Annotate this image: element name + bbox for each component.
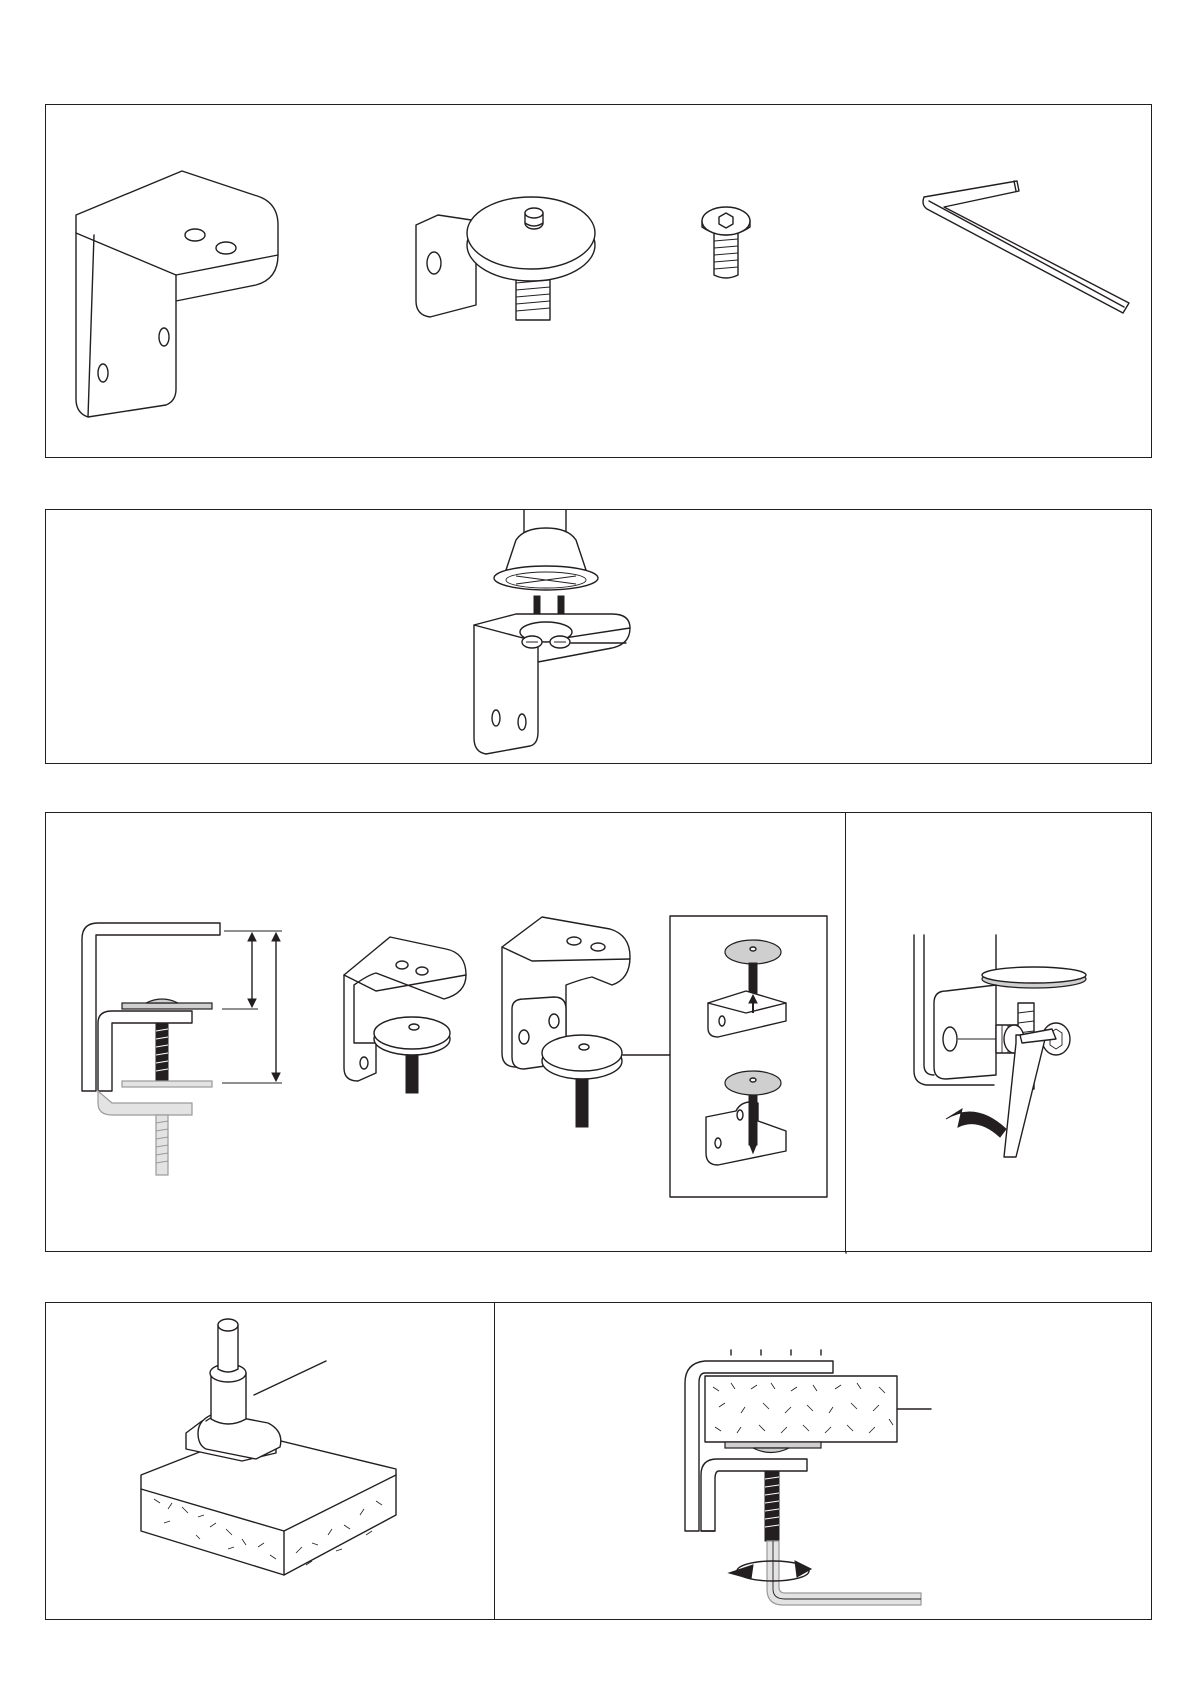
medium-clamp	[502, 917, 670, 1127]
inset-reverse-plate	[670, 916, 827, 1197]
clamp-adjust-drawing	[46, 813, 847, 1253]
panel-clamp-adjust	[45, 812, 846, 1252]
clamp-installed-drawing	[495, 1303, 1153, 1621]
hex-key-icon	[923, 181, 1129, 313]
panel-desk-edge	[45, 1302, 495, 1620]
tighten-screw-drawing	[846, 813, 1153, 1253]
mount-bracket-drawing	[46, 510, 1153, 765]
panel-parts	[45, 104, 1152, 458]
c-clamp-section	[82, 923, 282, 1175]
screw-icon	[702, 207, 750, 278]
clamp-plate-icon	[416, 197, 595, 320]
l-bracket-icon	[76, 171, 278, 417]
panel-tighten-screw	[845, 812, 1152, 1252]
small-clamp	[344, 937, 466, 1093]
panel-mount-bracket	[45, 509, 1152, 764]
desk-edge-drawing	[46, 1303, 496, 1621]
parts-drawing	[46, 105, 1153, 459]
panel-clamp-installed	[494, 1302, 1152, 1620]
